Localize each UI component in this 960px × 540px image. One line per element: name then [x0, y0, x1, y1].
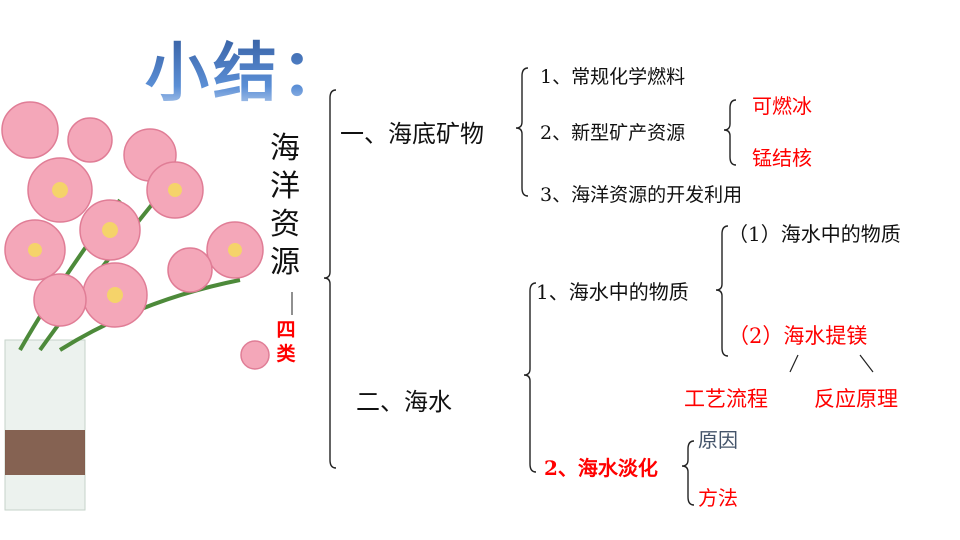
- root-note: 四类: [276, 319, 296, 365]
- brace-seawater-substances: [715, 225, 729, 357]
- item-1-sub-1: （1）海水中的物质: [728, 222, 901, 246]
- brace-root: [323, 89, 337, 469]
- slide-title: 小结：: [145, 22, 349, 114]
- mg-reaction-principle: 反应原理: [814, 387, 898, 411]
- brace-branch-1: [515, 67, 529, 197]
- desal-reason: 原因: [698, 428, 738, 452]
- flower-vase-illustration: [1, 101, 270, 511]
- desal-method: 方法: [698, 486, 738, 510]
- branch-1-label: 一、海底矿物: [340, 120, 484, 148]
- branch-1-item-3: 3、海洋资源的开发利用: [540, 184, 743, 206]
- branch-2-item-2: 2、海水淡化: [544, 456, 658, 480]
- root-label: 海洋资源: [270, 131, 300, 280]
- mg-branch-line-right: [859, 354, 874, 373]
- branch-2-item-1: 1、海水中的物质: [536, 280, 689, 304]
- mg-process-flow: 工艺流程: [684, 387, 768, 411]
- branch-1-item-2: 2、新型矿产资源: [540, 122, 686, 144]
- branch-1-item-1: 1、常规化学燃料: [540, 66, 686, 88]
- item-1-sub-2: （2）海水提镁: [728, 324, 868, 348]
- mg-branch-line-left: [789, 354, 799, 373]
- sub-combustible-ice: 可燃冰: [752, 94, 812, 118]
- brace-new-minerals: [723, 99, 737, 166]
- sub-manganese-nodule: 锰结核: [752, 146, 812, 170]
- brace-branch-2: [523, 282, 537, 473]
- brace-desalination: [681, 440, 695, 506]
- branch-2-label: 二、海水: [356, 388, 452, 416]
